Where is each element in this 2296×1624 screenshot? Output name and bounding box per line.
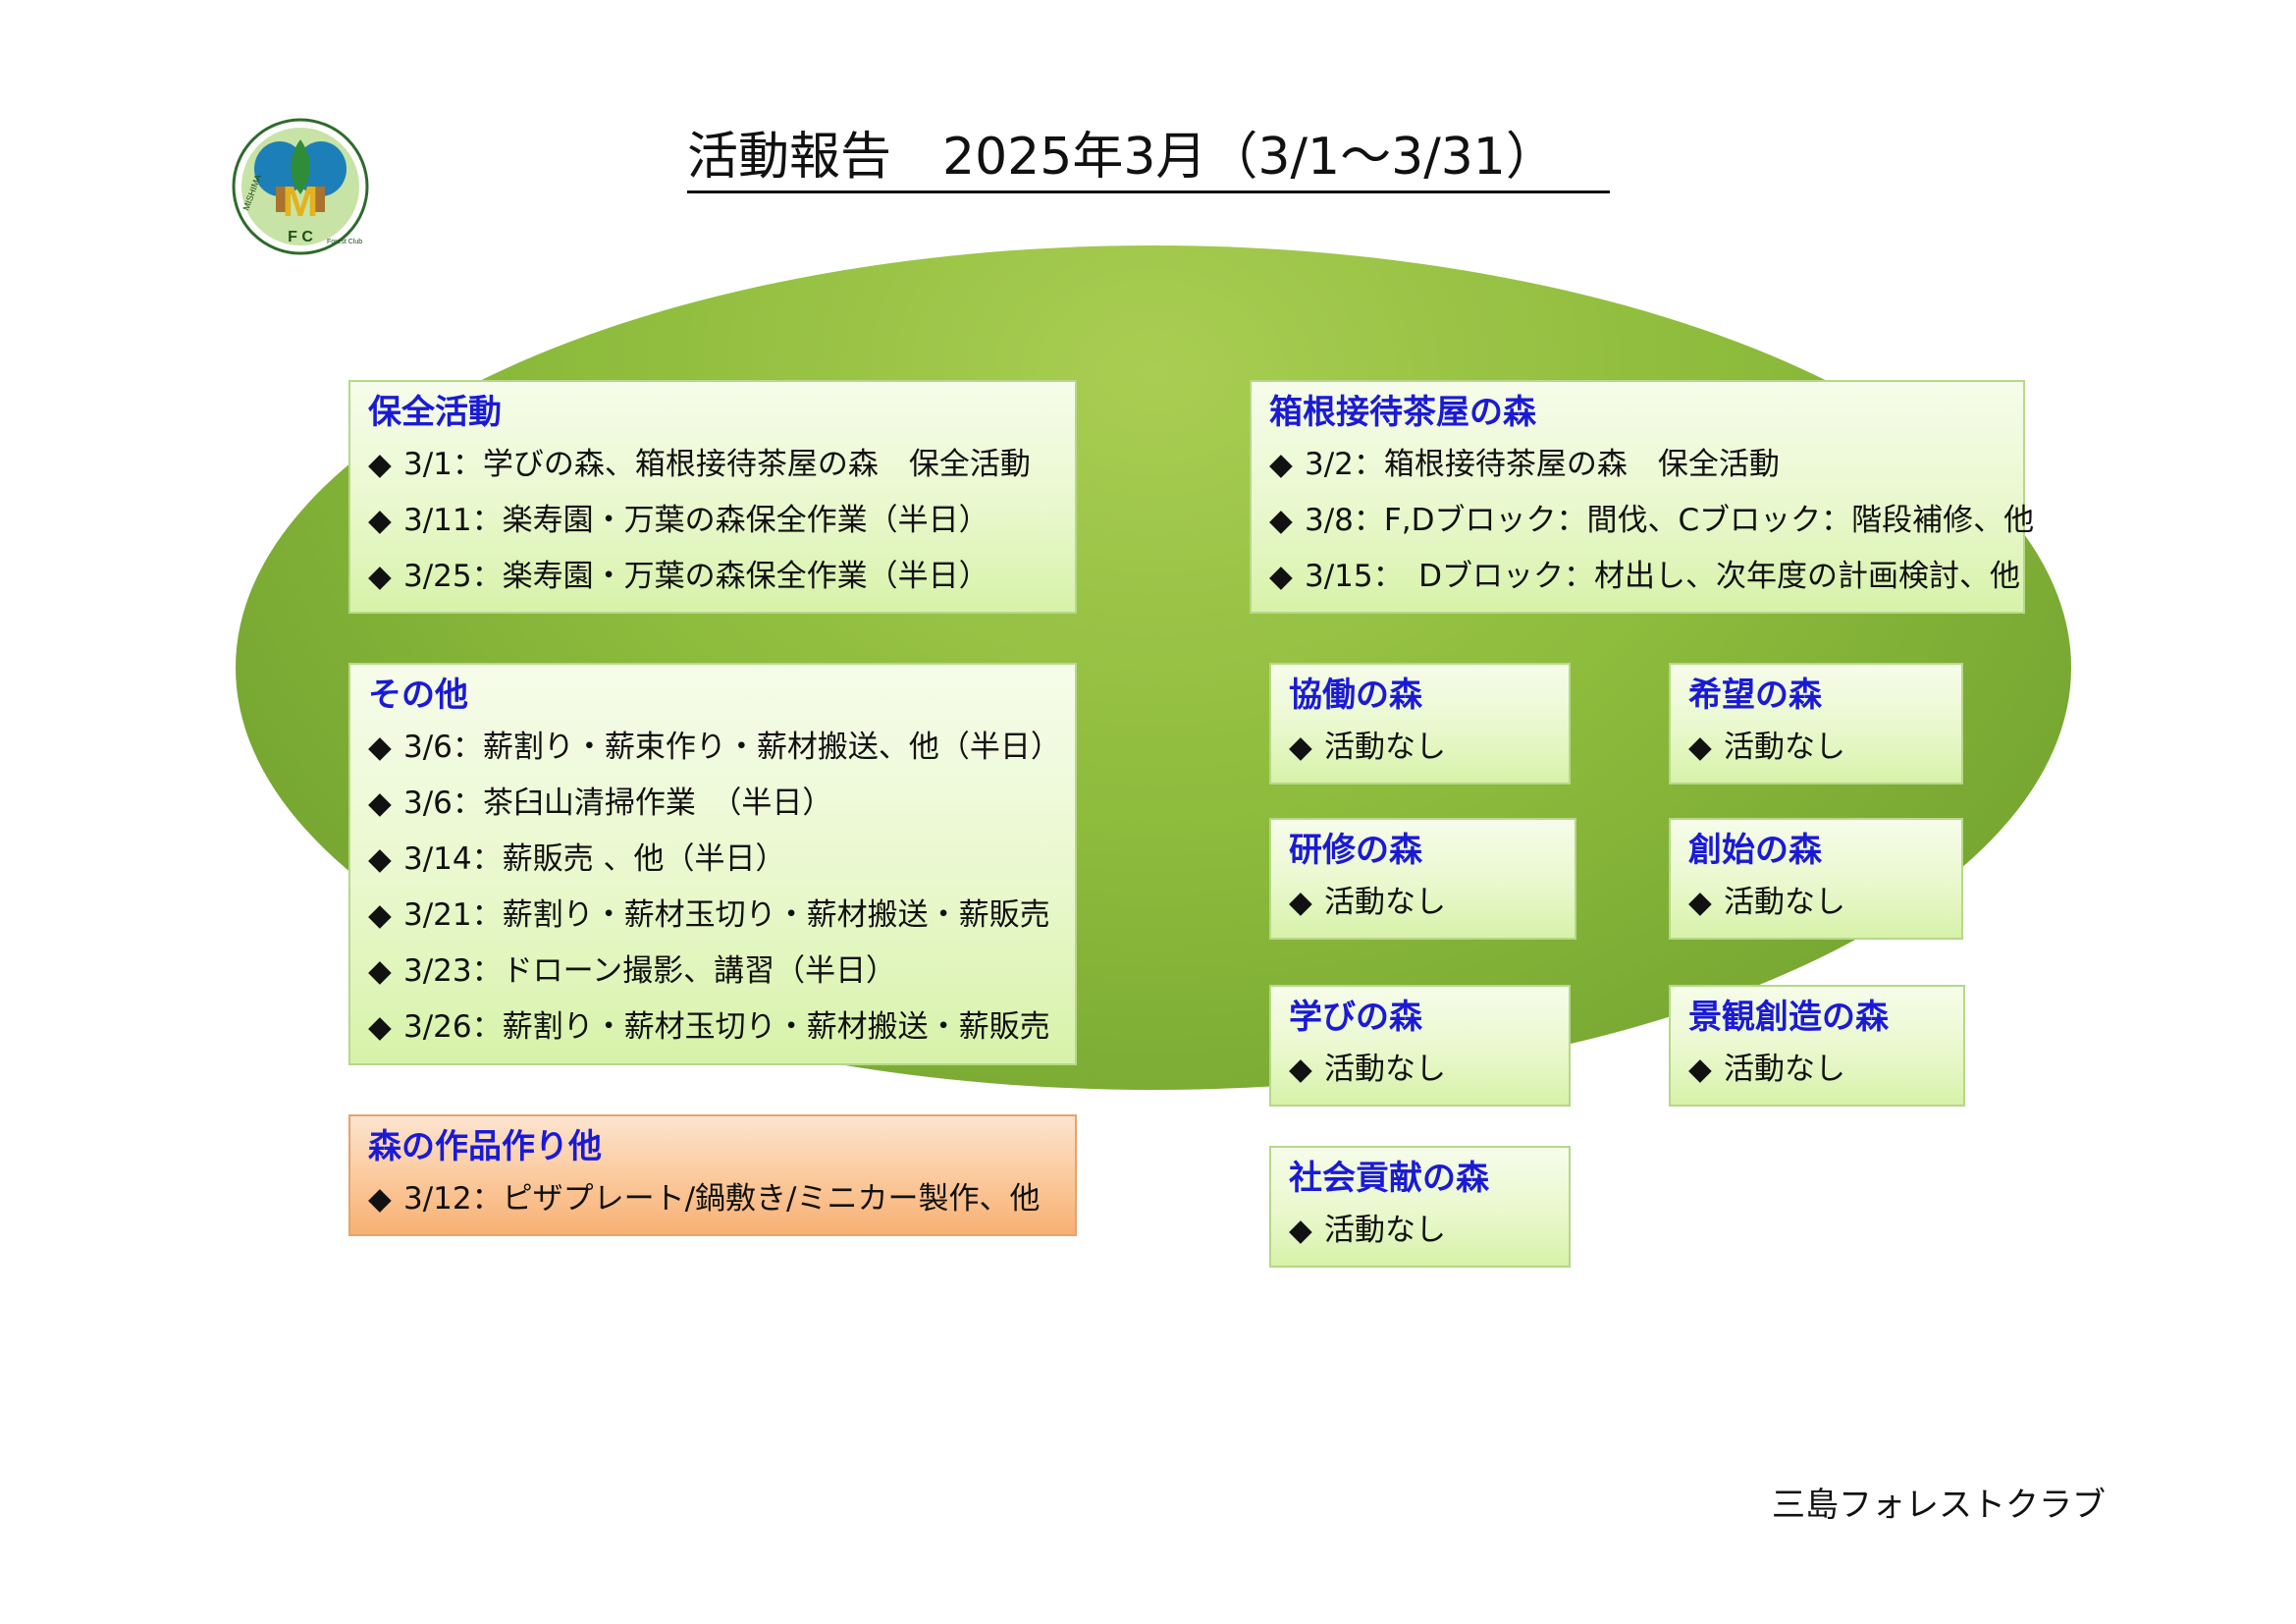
section-kyodo: 協働の森 ◆活動なし [1269,663,1571,785]
list-item: ◆3/8：F,Dブロック：間伐、Cブロック：階段補修、他 [1269,493,2034,549]
diamond-bullet-icon: ◆ [368,730,392,765]
list-item: ◆活動なし [1688,720,1944,776]
section-title: その他 [368,676,468,715]
list-item: ◆3/6：薪割り・薪束作り・薪材搬送、他（半日） [368,720,1061,776]
club-logo: M MISHIMA F C Forest Club [232,118,369,255]
list-item: ◆活動なし [1289,1203,1551,1259]
section-sakuhin: 森の作品作り他 ◆3/12：ピザプレート/鍋敷き/ミニカー製作、他 [348,1114,1077,1236]
list-item: ◆3/26：薪割り・薪材玉切り・薪材搬送・薪販売 [368,1000,1057,1056]
diamond-bullet-icon: ◆ [1269,503,1293,538]
diamond-bullet-icon: ◆ [1688,885,1712,920]
list-item: ◆活動なし [1688,875,1944,931]
list-item: ◆3/15： Dブロック：材出し、次年度の計画検討、他 [1269,549,2020,605]
section-hozen: 保全活動 ◆3/1：学びの森、箱根接待茶屋の森 保全活動 ◆3/11：楽寿園・万… [348,380,1077,614]
section-title: 希望の森 [1688,676,1822,715]
list-item: ◆3/14：薪販売 、他（半日） [368,832,1057,888]
diamond-bullet-icon: ◆ [1289,885,1312,920]
section-sonota: その他 ◆3/6：薪割り・薪束作り・薪材搬送、他（半日） ◆3/6：茶臼山清掃作… [348,663,1077,1065]
diamond-bullet-icon: ◆ [1688,1052,1712,1087]
section-title: 研修の森 [1289,831,1422,870]
diamond-bullet-icon: ◆ [368,559,392,594]
svg-text:M: M [283,178,319,226]
list-item: ◆3/2：箱根接待茶屋の森 保全活動 [1269,437,2005,493]
list-item: ◆3/23：ドローン撮影、講習（半日） [368,944,1057,1000]
section-manabi: 学びの森 ◆活動なし [1269,985,1571,1107]
list-item: ◆3/11：楽寿園・万葉の森保全作業（半日） [368,493,1057,549]
diamond-bullet-icon: ◆ [1269,559,1293,594]
section-hakone: 箱根接待茶屋の森 ◆3/2：箱根接待茶屋の森 保全活動 ◆3/8：F,Dブロック… [1250,380,2034,614]
diamond-bullet-icon: ◆ [1688,730,1712,765]
page-title: 活動報告 2025年3月（3/1～3/31） [687,126,1610,193]
section-soshi: 創始の森 ◆活動なし [1669,818,1963,940]
footer-club-name: 三島フォレストクラブ [1772,1486,2106,1525]
list-item: ◆3/21：薪割り・薪材玉切り・薪材搬送・薪販売 [368,888,1057,944]
svg-text:Forest Club: Forest Club [327,239,362,245]
list-item: ◆活動なし [1289,720,1551,776]
section-title: 保全活動 [368,393,502,432]
list-item: ◆活動なし [1289,1042,1551,1098]
diamond-bullet-icon: ◆ [368,503,392,538]
diamond-bullet-icon: ◆ [368,447,392,482]
diamond-bullet-icon: ◆ [1289,1052,1312,1087]
diamond-bullet-icon: ◆ [1289,730,1312,765]
diamond-bullet-icon: ◆ [368,953,392,989]
list-item: ◆3/1：学びの森、箱根接待茶屋の森 保全活動 [368,437,1057,493]
section-title: 森の作品作り他 [368,1127,602,1166]
diamond-bullet-icon: ◆ [1289,1213,1312,1248]
section-title: 協働の森 [1289,676,1422,715]
diamond-bullet-icon: ◆ [368,785,392,821]
section-kenshu: 研修の森 ◆活動なし [1269,818,1576,940]
diamond-bullet-icon: ◆ [368,897,392,933]
section-keikan: 景観創造の森 ◆活動なし [1669,985,1965,1107]
list-item: ◆活動なし [1688,1042,1946,1098]
section-title: 景観創造の森 [1688,998,1889,1037]
list-item: ◆3/6：茶臼山清掃作業 （半日） [368,776,1057,832]
list-item: ◆3/12：ピザプレート/鍋敷き/ミニカー製作、他 [368,1171,1057,1227]
section-kibo: 希望の森 ◆活動なし [1669,663,1963,785]
diamond-bullet-icon: ◆ [368,1009,392,1045]
section-shakai: 社会貢献の森 ◆活動なし [1269,1146,1571,1268]
section-title: 社会貢献の森 [1289,1159,1489,1198]
diamond-bullet-icon: ◆ [368,1181,392,1217]
diamond-bullet-icon: ◆ [368,841,392,877]
section-title: 学びの森 [1289,998,1422,1037]
list-item: ◆3/25：楽寿園・万葉の森保全作業（半日） [368,549,1057,605]
diamond-bullet-icon: ◆ [1269,447,1293,482]
section-title: 箱根接待茶屋の森 [1269,393,1536,432]
section-title: 創始の森 [1688,831,1822,870]
list-item: ◆活動なし [1289,875,1557,931]
svg-text:F C: F C [288,229,313,245]
